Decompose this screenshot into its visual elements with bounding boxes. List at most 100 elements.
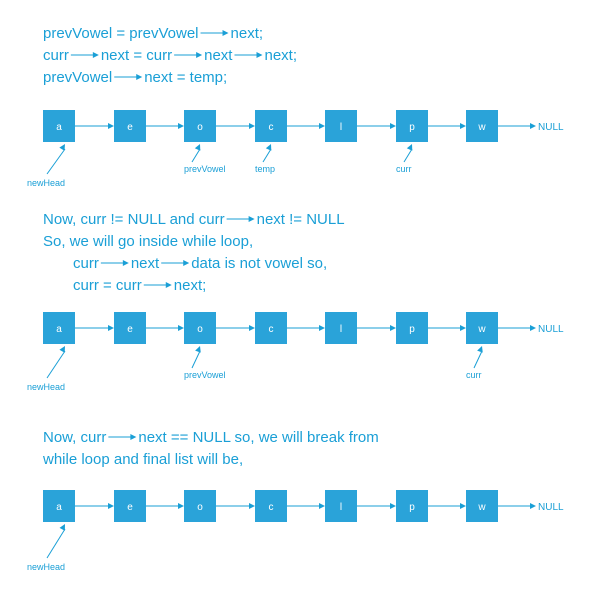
next-link-arrow <box>498 503 536 509</box>
code-text: next <box>204 47 233 64</box>
code-text: next == NULL so, we will break from <box>138 429 378 446</box>
next-link-arrow <box>498 325 536 331</box>
list-node: e <box>114 490 146 522</box>
list-node: o <box>184 110 216 142</box>
list-node: p <box>396 490 428 522</box>
next-link-arrowhead <box>319 503 325 509</box>
arrow-operator-head <box>165 282 172 288</box>
node-value: p <box>409 122 415 133</box>
code-text: Now, curr <box>43 429 106 446</box>
next-link-arrowhead <box>530 325 536 331</box>
section-3: Now, curr next == NULL so, we will break… <box>27 429 564 572</box>
node-box <box>184 490 216 522</box>
node-value: c <box>269 122 274 133</box>
code-text: next <box>131 255 160 272</box>
pointer-arrow <box>191 144 201 163</box>
null-label: NULL <box>538 324 564 335</box>
code-line: curr = curr next; <box>73 277 206 294</box>
list-node: l <box>325 490 357 522</box>
list-node: a <box>43 312 75 344</box>
next-link-arrowhead <box>460 325 466 331</box>
list-node: e <box>114 312 146 344</box>
code-line: Now, curr != NULL and curr next != NULL <box>43 211 345 228</box>
next-link-arrowhead <box>390 325 396 331</box>
list-node: e <box>114 110 146 142</box>
next-link-arrowhead <box>530 123 536 129</box>
next-link-arrow <box>75 325 114 331</box>
next-link-arrow <box>146 503 184 509</box>
arrow-operator-head <box>222 30 229 36</box>
next-link-arrow <box>216 325 255 331</box>
pointer-arrow <box>403 144 413 163</box>
next-link-arrow <box>287 325 325 331</box>
pointer-arrowhead <box>265 144 272 151</box>
pointer-arrowhead <box>477 346 483 353</box>
arrow-operator-icon <box>114 74 143 80</box>
code-line: curr next = curr next next; <box>43 47 297 64</box>
pointer-arrowhead <box>195 346 201 353</box>
node-value: l <box>340 502 342 513</box>
next-link-arrow <box>428 123 466 129</box>
list-node: w <box>466 490 498 522</box>
list-node: a <box>43 490 75 522</box>
node-box <box>43 490 75 522</box>
node-value: e <box>127 502 133 513</box>
code-text: So, we will go inside while loop, <box>43 233 253 250</box>
next-link-arrowhead <box>178 325 184 331</box>
node-value: o <box>197 502 203 513</box>
node-box <box>466 312 498 344</box>
arrow-operator-icon <box>108 434 137 440</box>
pointer-arrowhead <box>59 346 65 353</box>
node-value: c <box>269 502 274 513</box>
next-link-arrowhead <box>249 123 255 129</box>
node-box <box>255 312 287 344</box>
list-node: c <box>255 312 287 344</box>
code-text: curr <box>43 47 69 64</box>
node-value: w <box>477 502 486 513</box>
pointer-label: curr <box>396 164 412 174</box>
node-box <box>114 490 146 522</box>
next-link-arrow <box>287 123 325 129</box>
next-link-arrow <box>146 123 184 129</box>
next-link-arrow <box>75 503 114 509</box>
next-link-arrowhead <box>390 123 396 129</box>
pointer-arrow <box>262 144 272 163</box>
null-label: NULL <box>538 122 564 133</box>
list-node: o <box>184 312 216 344</box>
node-value: p <box>409 502 415 513</box>
arrow-operator-icon <box>174 52 203 58</box>
code-text: while loop and final list will be, <box>42 451 243 468</box>
code-text: prevVowel = prevVowel <box>43 25 199 42</box>
node-box <box>184 312 216 344</box>
code-text: next = curr <box>101 47 172 64</box>
arrow-operator-head <box>196 52 203 58</box>
node-value: l <box>340 324 342 335</box>
node-value: o <box>197 324 203 335</box>
list-node: a <box>43 110 75 142</box>
node-box <box>43 312 75 344</box>
pointer-arrow <box>46 144 66 175</box>
list-node: c <box>255 110 287 142</box>
node-box <box>43 110 75 142</box>
next-link-arrowhead <box>108 325 114 331</box>
code-line: curr next data is not vowel so, <box>73 255 327 272</box>
arrow-operator-head <box>122 260 129 266</box>
code-text: prevVowel <box>43 69 112 86</box>
code-text: curr = curr <box>73 277 142 294</box>
list-node: l <box>325 110 357 142</box>
list-node: p <box>396 110 428 142</box>
node-value: w <box>477 324 486 335</box>
next-link-arrowhead <box>249 325 255 331</box>
section-2: Now, curr != NULL and curr next != NULL S… <box>27 211 564 392</box>
node-value: a <box>56 122 62 133</box>
pointer-arrowhead <box>194 144 201 151</box>
code-line: So, we will go inside while loop, <box>43 233 253 250</box>
code-line: Now, curr next == NULL so, we will break… <box>43 429 379 446</box>
section-1: prevVowel = prevVowel next; curr next = c… <box>27 25 564 188</box>
code-line: prevVowel = prevVowel next; <box>43 25 263 42</box>
pointer-label: prevVowel <box>184 164 226 174</box>
node-box <box>396 312 428 344</box>
arrow-operator-head <box>92 52 99 58</box>
code-text: data is not vowel so, <box>191 255 327 272</box>
node-value: l <box>340 122 342 133</box>
